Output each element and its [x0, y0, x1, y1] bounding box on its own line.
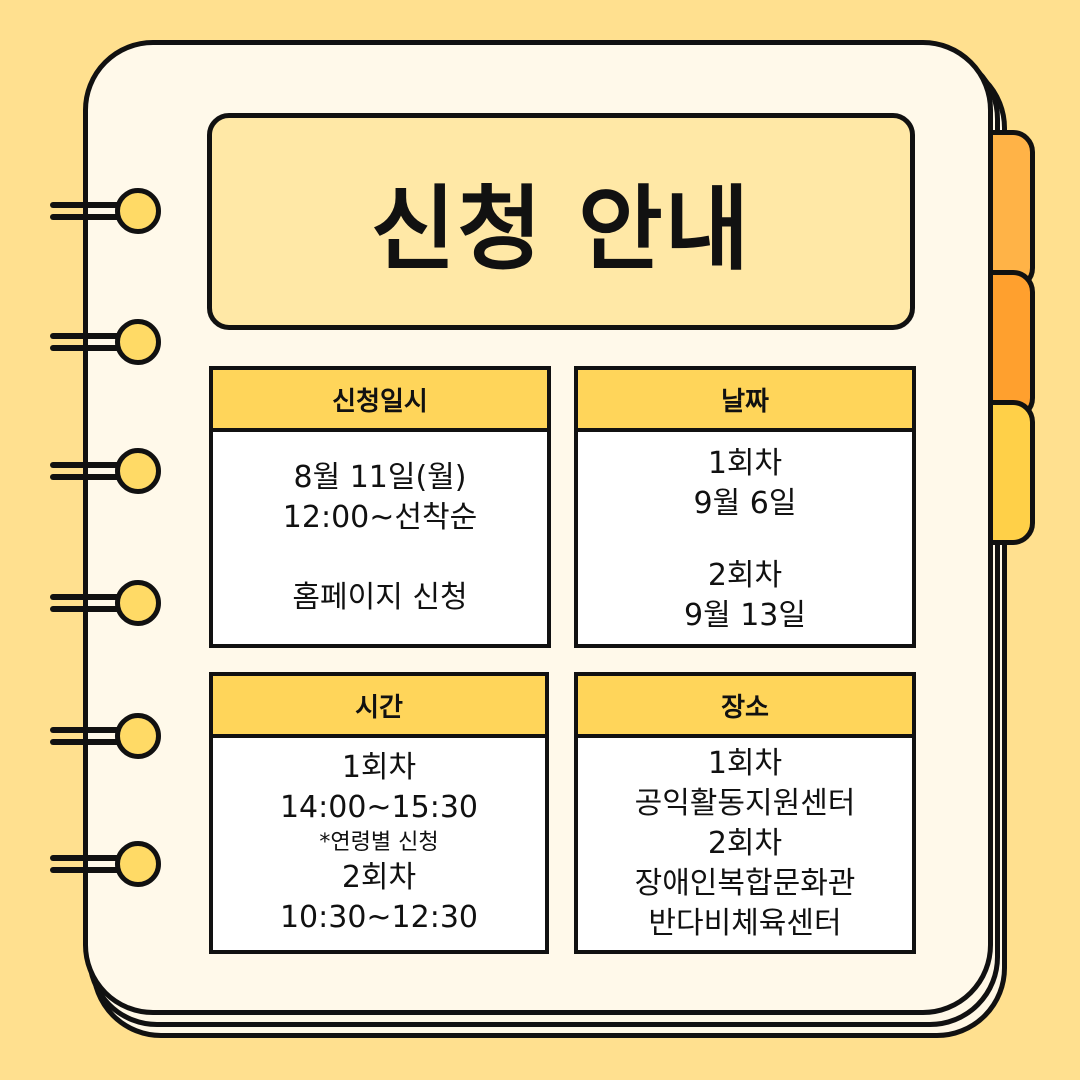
card-line: 9월 13일 — [684, 598, 806, 633]
card-body: 1회차 14:00~15:30 *연령별 신청 2회차 10:30~12:30 — [213, 738, 545, 938]
card-date: 날짜 1회차 9월 6일 2회차 9월 13일 — [574, 366, 916, 648]
card-body: 8월 11일(월) 12:00~선착순 홈페이지 신청 — [213, 432, 547, 618]
binder-ring-icon — [115, 713, 161, 759]
binder-wire-icon — [50, 200, 140, 222]
card-line: 홈페이지 신청 — [292, 580, 468, 615]
card-place: 장소 1회차 공익활동지원센터 2회차 장애인복합문화관 반다비체육센터 — [574, 672, 916, 954]
card-line: 10:30~12:30 — [279, 900, 479, 935]
page-title: 신청 안내 — [370, 176, 752, 283]
card-line: 12:00~선착순 — [282, 500, 478, 535]
binder-ring-icon — [115, 841, 161, 887]
card-line: 공익활동지원센터 — [634, 786, 856, 821]
binder-ring-icon — [115, 580, 161, 626]
card-body: 1회차 공익활동지원센터 2회차 장애인복합문화관 반다비체육센터 — [578, 738, 912, 944]
card-line: 2회차 — [341, 860, 417, 895]
card-line: 14:00~15:30 — [279, 790, 479, 825]
card-body: 1회차 9월 6일 2회차 9월 13일 — [578, 432, 912, 636]
binder-ring-icon — [115, 188, 161, 234]
notebook-tab-icon — [985, 270, 1035, 420]
binder-ring-icon — [115, 448, 161, 494]
card-line: 1회차 — [707, 746, 783, 781]
binder-wire-icon — [50, 853, 140, 875]
card-header: 장소 — [578, 676, 912, 738]
card-header: 시간 — [213, 676, 545, 738]
card-header: 신청일시 — [213, 370, 547, 432]
card-line: 장애인복합문화관 — [634, 866, 856, 901]
card-line: 1회차 — [341, 750, 417, 785]
card-line: 1회차 — [707, 446, 783, 481]
binder-wire-icon — [50, 331, 140, 353]
binder-wire-icon — [50, 460, 140, 482]
card-header: 날짜 — [578, 370, 912, 432]
card-line: 반다비체육센터 — [648, 906, 842, 941]
title-box: 신청 안내 — [207, 113, 915, 330]
card-line: 8월 11일(월) — [293, 460, 467, 495]
card-time: 시간 1회차 14:00~15:30 *연령별 신청 2회차 10:30~12:… — [209, 672, 549, 954]
card-line: 2회차 — [707, 826, 783, 861]
card-note: *연령별 신청 — [319, 830, 439, 855]
binder-wire-icon — [50, 592, 140, 614]
binder-ring-icon — [115, 319, 161, 365]
card-line: 2회차 — [707, 558, 783, 593]
card-application: 신청일시 8월 11일(월) 12:00~선착순 홈페이지 신청 — [209, 366, 551, 648]
binder-wire-icon — [50, 725, 140, 747]
card-line: 9월 6일 — [693, 486, 797, 521]
